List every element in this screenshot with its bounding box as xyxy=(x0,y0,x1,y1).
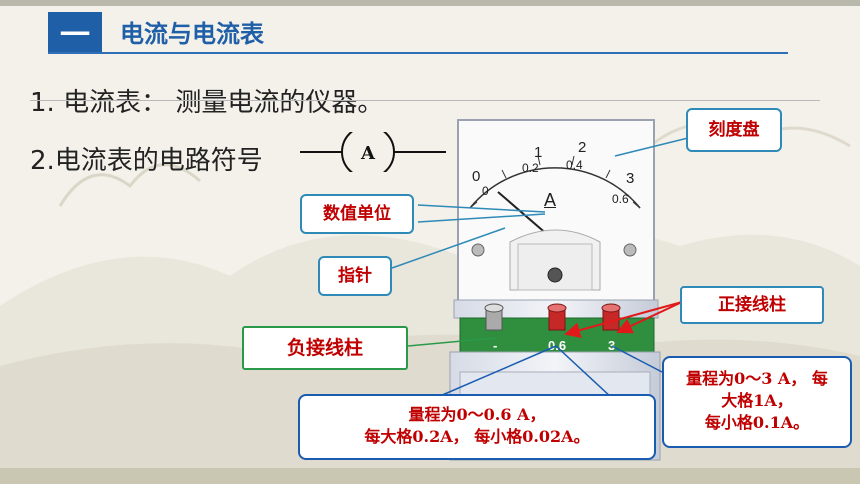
section-title: 电流与电流表 xyxy=(120,20,264,48)
callout-positive-terminal: 正接线柱 xyxy=(680,286,824,324)
range-0-6-line2: 每大格0.2A， 每小格0.02A。 xyxy=(364,427,590,446)
ammeter-symbol xyxy=(300,132,446,172)
dial-tick-bottom-0-4: 0.4 xyxy=(566,158,583,172)
dial-tick-top-1: 1 xyxy=(534,144,543,161)
range-3-line1: 量程为0～3 A， 每 xyxy=(686,369,828,388)
callout-pointer: 指针 xyxy=(318,256,392,296)
bottom-bar xyxy=(0,468,860,484)
definition-line: 1. 电流表： 测量电流的仪器。 xyxy=(30,88,384,118)
range-3-line2: 大格1A， xyxy=(721,391,793,410)
ammeter-symbol-letter: A xyxy=(361,143,375,164)
top-bar xyxy=(0,0,860,6)
callout-dial: 刻度盘 xyxy=(686,108,782,152)
dial-tick-top-2: 2 xyxy=(578,139,587,156)
range-3-line3: 每小格0.1A。 xyxy=(704,413,810,432)
dial-tick-outer-3: 3 xyxy=(626,170,635,187)
dial-tick-outer-0: 0 xyxy=(472,168,481,185)
section-underline xyxy=(48,52,788,54)
terminal-label-0-6: 0.6 xyxy=(548,338,567,353)
dial-tick-bottom-0-6: 0.6 xyxy=(612,192,629,206)
dial-unit-letter: A xyxy=(544,190,557,210)
range-0-6-line1: 量程为0～0.6 A， xyxy=(408,405,546,424)
callout-range-0-6: 量程为0～0.6 A， 每大格0.2A， 每小格0.02A。 xyxy=(298,394,656,460)
dial-tick-bottom-0-2: 0.2 xyxy=(522,161,539,175)
terminal-label-negative: - xyxy=(493,338,498,353)
divider xyxy=(30,100,820,101)
callout-range-3: 量程为0～3 A， 每 大格1A， 每小格0.1A。 xyxy=(662,356,852,448)
callout-negative-terminal: 负接线柱 xyxy=(242,326,408,370)
terminal-label-3: 3 xyxy=(608,338,616,353)
callout-unit: 数值单位 xyxy=(300,194,414,234)
symbol-line: 2.电流表的电路符号 xyxy=(30,146,263,176)
section-number-badge: 一 xyxy=(48,12,102,53)
dial-tick-bottom-0: 0 xyxy=(482,184,489,198)
